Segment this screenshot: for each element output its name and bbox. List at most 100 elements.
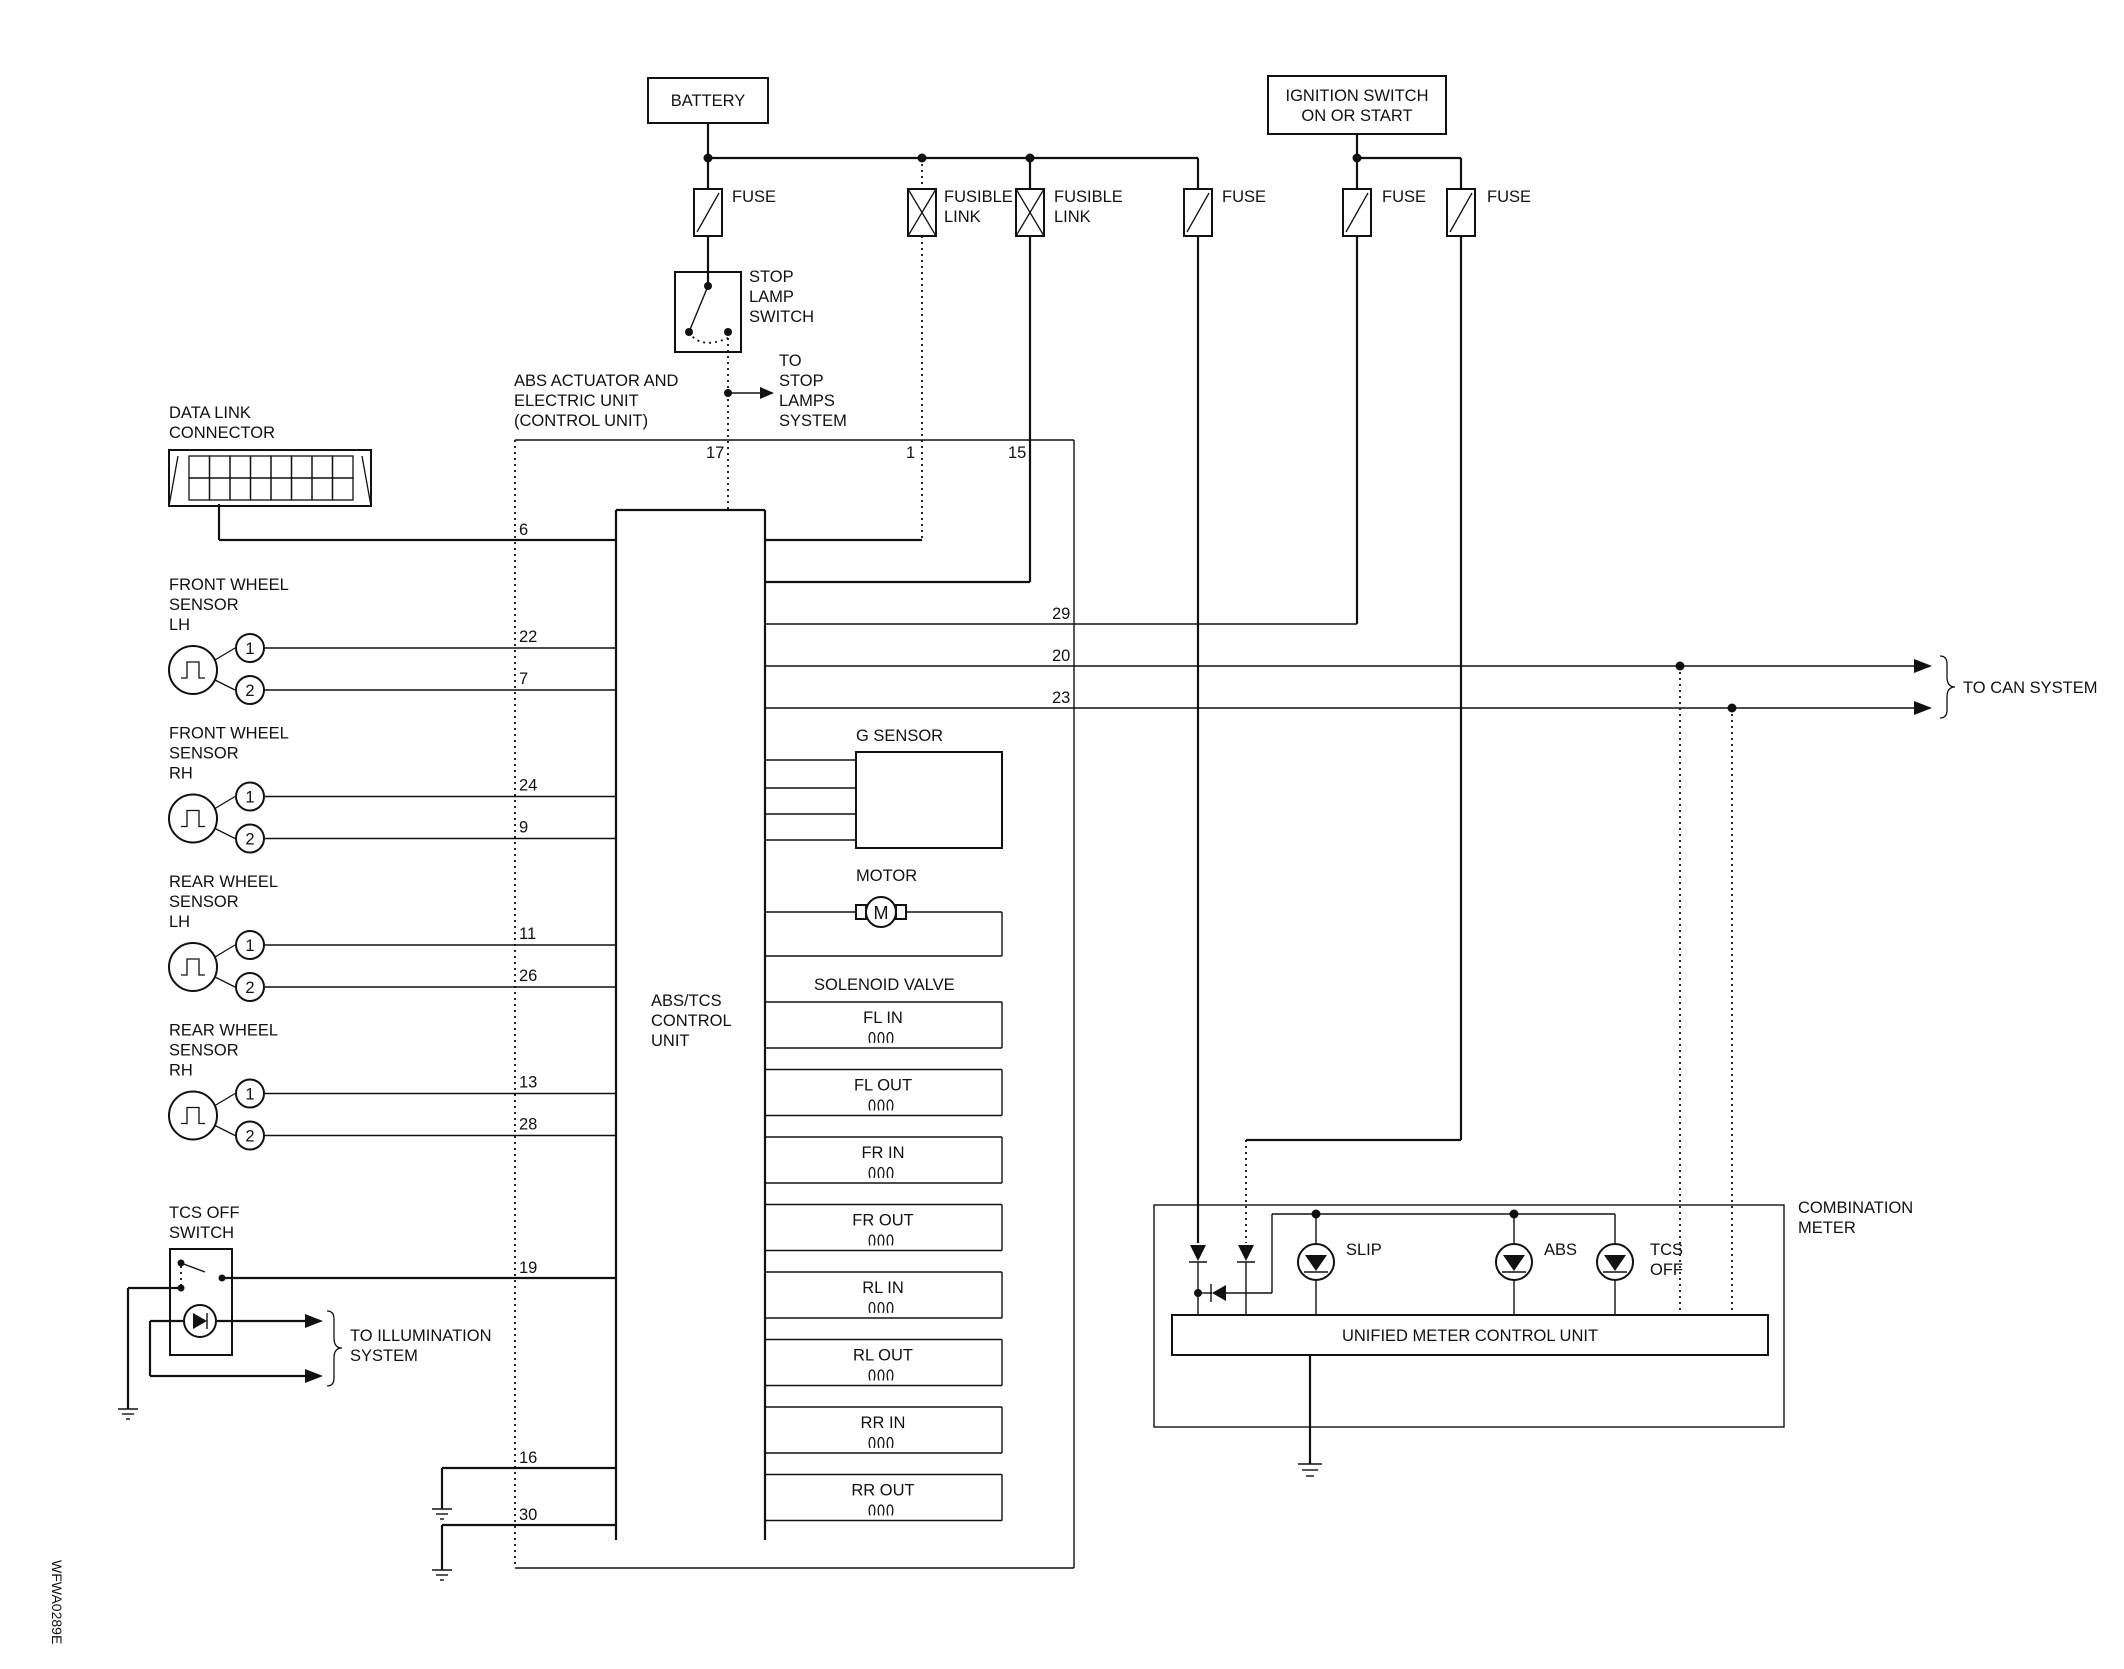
slip-lamp-label: SLIP [1346, 1241, 1382, 1259]
connector-pin [208, 477, 231, 501]
connector-pin [229, 455, 252, 479]
terminal-15: 15 [1008, 444, 1026, 462]
solenoid-valve: RR OUT [765, 1473, 1003, 1522]
fuse-label: FUSE [1487, 188, 1531, 206]
combination-meter: COMBINATION METER SLIP [1153, 236, 1913, 1477]
ignition-label-1: IGNITION SWITCH [1286, 87, 1429, 105]
connector-pin [331, 455, 354, 479]
fuse-ignition-abs: FUSE [1342, 158, 1426, 237]
sensor-label: REAR WHEEL [169, 873, 278, 891]
combination-meter-label-1: COMBINATION [1798, 1199, 1913, 1217]
connector-pin [290, 455, 313, 479]
solenoid-title: SOLENOID VALVE [814, 976, 955, 994]
pin-label: 1 [245, 937, 254, 955]
sensor-icon [168, 645, 218, 695]
coil-icon [868, 1031, 894, 1044]
connector-pin [311, 477, 334, 501]
motor: MOTOR M [765, 867, 1003, 957]
sensor-label: RH [169, 765, 193, 783]
solenoid-valve-group: FL IN FL OUT FR IN FR OUT RL IN RL OUT RR IN RR… [765, 1001, 1003, 1522]
solenoid-label: RL OUT [853, 1347, 913, 1365]
abs-lamp: ABS [1495, 1214, 1577, 1315]
connector-pin [331, 477, 354, 501]
svg-text:TO: TO [779, 352, 802, 370]
solenoid-label: RR IN [861, 1414, 906, 1432]
connector-pin [311, 455, 334, 479]
sensor-label: REAR WHEEL [169, 1022, 278, 1040]
unified-meter-label: UNIFIED METER CONTROL UNIT [1342, 1327, 1598, 1345]
abs-tcs-control-unit: ABS/TCS CONTROL UNIT [614, 508, 767, 1540]
fuse-label: FUSE [732, 188, 776, 206]
terminal-19: 19 [519, 1259, 537, 1277]
terminal-label: 11 [519, 925, 536, 943]
svg-text:STOP: STOP [779, 372, 824, 390]
connector-pin [188, 477, 211, 501]
figure-id: WFWA0289E [49, 1560, 65, 1644]
connector-pin [208, 455, 231, 479]
solenoid-label: FR IN [861, 1144, 904, 1162]
svg-text:SYSTEM: SYSTEM [779, 412, 847, 430]
g-sensor-label: G SENSOR [856, 727, 943, 745]
coil-icon [868, 1436, 894, 1449]
fuse-meter-battery: FUSE [1183, 158, 1266, 237]
connector-pin [188, 455, 211, 479]
abs-actuator-label: ABS ACTUATOR AND ELECTRIC UNIT (CONTROL … [514, 372, 679, 430]
terminal-30: 30 [519, 1506, 537, 1524]
control-unit-label-3: UNIT [651, 1032, 690, 1050]
tcs-switch-label-2: SWITCH [169, 1224, 234, 1242]
connector-pin [270, 455, 293, 479]
svg-text:ABS ACTUATOR AND: ABS ACTUATOR AND [514, 372, 679, 390]
pin-label: 1 [245, 1086, 254, 1104]
fusible-link-2: FUSIBLE LINK [1015, 158, 1123, 237]
coil-icon [868, 1099, 894, 1111]
pin-label: 1 [245, 789, 254, 807]
to-illum-label-1: TO ILLUMINATION [350, 1327, 492, 1345]
abs-lamp-label: ABS [1544, 1241, 1577, 1259]
coil-icon [868, 1369, 894, 1381]
motor-symbol: M [874, 903, 889, 923]
solenoid-valve: RL IN [765, 1271, 1003, 1319]
stop-lamp-switch: STOP LAMP SWITCH [674, 268, 814, 353]
ignition-switch: IGNITION SWITCH ON OR START [1267, 75, 1447, 135]
slip-lamp: SLIP [1297, 1214, 1382, 1315]
terminal-23: 23 [1052, 689, 1070, 707]
control-unit-label-2: CONTROL [651, 1012, 732, 1030]
abs-actuator-outline [514, 439, 1075, 1569]
fusible-label-4: LINK [1054, 208, 1091, 226]
sensor-label: LH [169, 616, 190, 634]
tcs-lamp-label-2: OFF [1650, 1261, 1683, 1279]
connector-pin [229, 477, 252, 501]
data-link-connector: DATA LINK CONNECTOR 6 [168, 404, 616, 542]
terminal-6: 6 [519, 521, 528, 539]
ground-16: 16 [432, 1449, 616, 1520]
to-illum-label-2: SYSTEM [350, 1347, 418, 1365]
unified-meter-control-unit [1171, 1314, 1769, 1356]
battery: BATTERY [647, 77, 769, 124]
sensor-icon [168, 793, 218, 844]
ignition-label-2: ON OR START [1301, 107, 1412, 125]
solenoid-valve: FL IN [765, 1001, 1003, 1049]
solenoid-valve: FL OUT [765, 1068, 1003, 1117]
sensor-label: FRONT WHEEL [169, 576, 289, 594]
stop-lamp-label-3: SWITCH [749, 308, 814, 326]
fuse-label: FUSE [1222, 188, 1266, 206]
sensor-label: SENSOR [169, 1042, 239, 1060]
terminal-1: 1 [906, 444, 915, 462]
sensor-label: SENSOR [169, 596, 239, 614]
tcs-lamp-label-1: TCS [1650, 1241, 1683, 1259]
connector-pin [249, 477, 272, 501]
terminal-29: 29 [1052, 605, 1070, 623]
coil-icon [868, 1504, 894, 1516]
ground-30: 30 [432, 1506, 616, 1581]
battery-label: BATTERY [671, 92, 746, 110]
svg-text:LAMPS: LAMPS [779, 392, 835, 410]
fusible-label-3: FUSIBLE [1054, 188, 1123, 206]
solenoid-valve: FR OUT [765, 1203, 1003, 1252]
terminal-16: 16 [519, 1449, 537, 1467]
coil-icon [868, 1301, 894, 1314]
fusible-label-2: LINK [944, 208, 981, 226]
